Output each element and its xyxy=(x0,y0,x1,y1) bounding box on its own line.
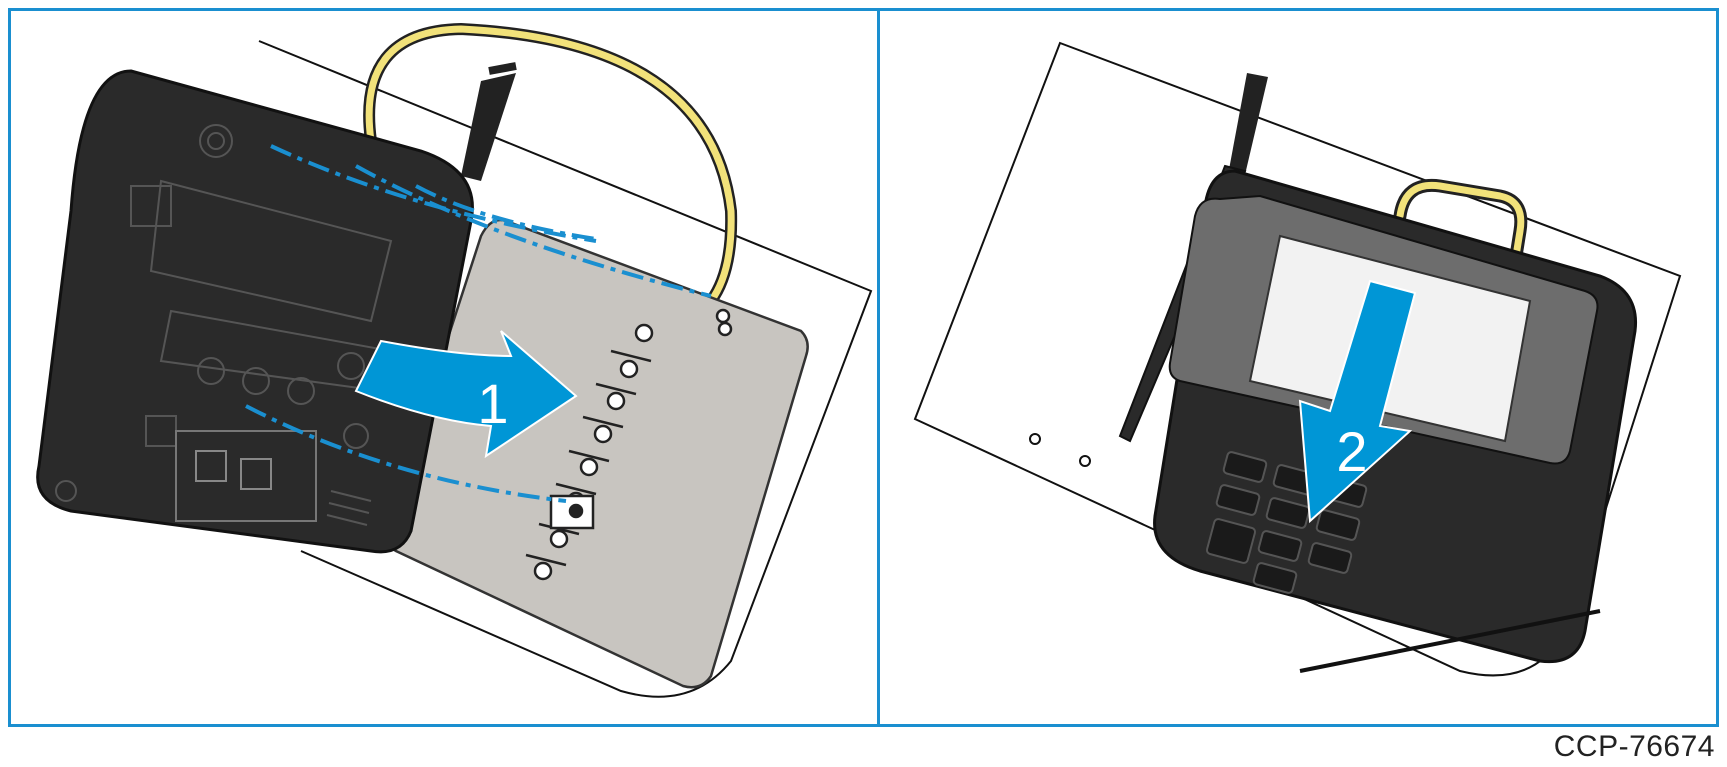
panel-divider xyxy=(877,8,880,727)
counter-surface-outline xyxy=(258,40,873,698)
step-2-illustration: 2 xyxy=(913,41,1682,677)
step-2-panel: 2 xyxy=(880,11,1716,724)
device-rear xyxy=(36,69,474,554)
stylus xyxy=(461,62,517,181)
step-2-arrow xyxy=(1298,279,1417,524)
alignment-guides xyxy=(245,144,712,503)
device-rear-details xyxy=(55,124,393,526)
plate-fasteners xyxy=(525,308,733,581)
step-2-number: 2 xyxy=(1336,420,1367,483)
step-1-arrow xyxy=(354,330,578,459)
step-1-number: 1 xyxy=(477,372,508,435)
step-1-panel: 1 xyxy=(11,11,877,724)
card-slot xyxy=(1299,609,1601,673)
figure-frame xyxy=(8,8,1719,727)
pin-keypad xyxy=(1205,451,1368,594)
step-1-illustration: 1 xyxy=(36,22,873,698)
mount-plate xyxy=(384,218,809,689)
document-id-label: CCP-76674 xyxy=(1553,730,1715,763)
